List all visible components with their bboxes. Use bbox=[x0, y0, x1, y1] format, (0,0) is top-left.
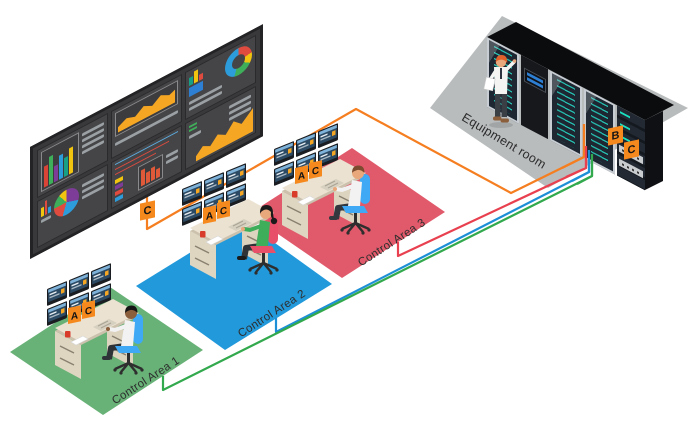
workstation-tag-a: A bbox=[298, 170, 306, 183]
workstation-tag-c: C bbox=[312, 165, 320, 178]
server-rack-with-console bbox=[520, 54, 549, 140]
workstation-area-3: A C bbox=[272, 132, 384, 244]
pie-chart bbox=[54, 182, 79, 221]
workstation-tag-a: A bbox=[206, 210, 214, 223]
equipment-tag-c: C bbox=[624, 139, 639, 160]
technician bbox=[483, 55, 517, 128]
clipboard bbox=[483, 76, 496, 92]
workstation-tag-a: A bbox=[71, 310, 79, 323]
donut-chart bbox=[225, 40, 252, 83]
wall-tag-c: C bbox=[140, 200, 155, 221]
rack-console-screen bbox=[523, 67, 546, 93]
workstation-area-1: A C bbox=[45, 272, 157, 384]
equipment-tag-b: B bbox=[608, 125, 623, 146]
workstation-tag-c: C bbox=[85, 305, 93, 318]
workstation-tag-c: C bbox=[220, 205, 228, 218]
